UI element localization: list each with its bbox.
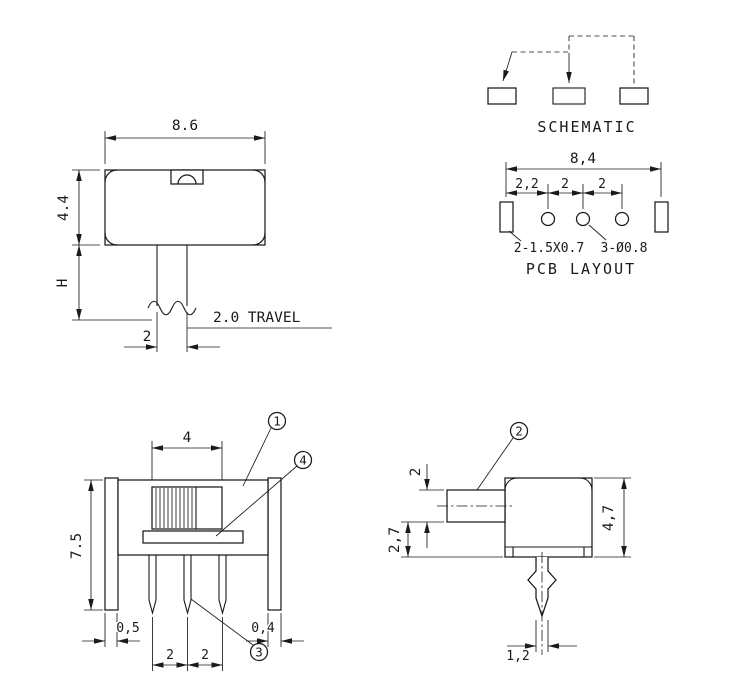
top-view-dim-width-label: 8.6	[172, 118, 198, 134]
corner-fillet	[504, 477, 518, 491]
front-dim-pitch2-label: 2	[201, 648, 209, 663]
pcb-dim-pitch2-label: 2	[598, 177, 606, 192]
pcb-hole-3	[614, 211, 630, 227]
schematic-terminal-common	[552, 87, 586, 105]
top-view: 8.6 4.4 H 2 2.0 TRAVEL	[54, 117, 332, 352]
top-view-body	[104, 169, 266, 246]
side-dim-lever-offset	[401, 521, 503, 558]
front-dim-window-label: 4	[183, 430, 192, 446]
schematic: SCHEMATIC	[487, 35, 649, 138]
front-knob-window	[151, 486, 223, 530]
top-view-dim-stem-height	[72, 245, 152, 321]
callout-3-circle	[249, 642, 269, 662]
break-line	[147, 300, 197, 316]
front-pin-2	[183, 555, 192, 616]
pcb-layout: 8,4 2,2 2 2 2-1.5X0.7 3-Ø0.8 PCB LAYOUT	[499, 150, 669, 280]
top-view-dim-stem-width	[124, 312, 220, 352]
pcb-hole-leader	[588, 224, 607, 241]
schematic-dashed-links	[512, 35, 635, 86]
top-view-dim-height-label: 4.4	[56, 195, 72, 221]
top-view-stem	[147, 245, 197, 316]
callout-1-number: 1	[273, 414, 281, 429]
pcb-dim-total-label: 8,4	[570, 151, 596, 167]
callout-1-circle	[267, 411, 287, 431]
pcb-title: PCB LAYOUT	[526, 260, 636, 278]
pcb-slot-label: 2-1.5X0.7	[514, 241, 584, 256]
corner-fillet	[252, 169, 266, 183]
front-bracket-right	[267, 477, 282, 611]
pcb-dim-pad-pitch-label: 2,2	[515, 177, 538, 192]
corner-fillet	[579, 477, 593, 491]
front-dim-height	[84, 479, 103, 611]
front-dim-pitch1-label: 2	[166, 648, 174, 663]
front-pin-3	[218, 555, 227, 616]
side-dim-lever-offset-label: 2,7	[387, 527, 403, 553]
side-view: 4,7 2 2,7 1,2 2	[386, 421, 631, 666]
callout-4-number: 4	[299, 453, 307, 468]
callout-3-leader	[190, 598, 254, 646]
corner-fillet	[104, 232, 118, 246]
pcb-slot-left	[499, 201, 514, 233]
front-dim-right-bracket	[246, 613, 304, 647]
pcb-hole-2	[575, 211, 591, 227]
side-dim-height	[594, 477, 631, 558]
pcb-slot-leader	[508, 230, 522, 242]
callout-3-number: 3	[255, 645, 263, 660]
front-slider-base	[142, 530, 244, 544]
side-dim-lever-label: 2	[408, 468, 424, 477]
callout-1-leader	[242, 427, 272, 487]
corner-fillet	[252, 232, 266, 246]
front-dim-window	[151, 441, 223, 482]
schematic-title: SCHEMATIC	[537, 118, 636, 136]
top-view-detent-dome	[177, 174, 197, 185]
schematic-terminal-right	[619, 87, 649, 105]
front-dim-left-bracket	[82, 613, 140, 647]
side-dim-pin	[507, 620, 577, 652]
top-view-dim-h-label: H	[55, 279, 71, 288]
callout-2-leader	[476, 437, 514, 491]
front-view: 4 7.5 0,5 0,4 2 2	[68, 411, 313, 671]
pcb-dim-pitches	[506, 184, 623, 209]
pcb-dim-pitch1-label: 2	[561, 177, 569, 192]
top-view-dim-width	[104, 131, 266, 164]
top-view-dim-stem-width-label: 2	[143, 329, 152, 345]
schematic-terminal-left	[487, 87, 517, 105]
front-dim-left-bracket-label: 0,5	[116, 621, 139, 636]
schematic-arrow-left	[502, 51, 513, 82]
callout-2-circle	[509, 421, 529, 441]
pcb-hole-label: 3-Ø0.8	[601, 241, 648, 256]
pcb-hole-1	[540, 211, 556, 227]
front-pin-1	[148, 555, 157, 616]
front-dim-height-label: 7.5	[69, 533, 85, 559]
top-view-dim-height	[72, 169, 100, 246]
side-dim-lever	[419, 464, 444, 548]
top-view-detent	[170, 169, 204, 185]
callout-2-number: 2	[515, 424, 523, 439]
travel-label: 2.0 TRAVEL	[213, 310, 301, 326]
front-dim-pin-pitch	[152, 617, 223, 671]
front-dim-right-bracket-label: 0,4	[251, 621, 275, 636]
pcb-slot-right	[654, 201, 669, 233]
front-bracket-left	[104, 477, 119, 611]
side-dim-pin-label: 1,2	[506, 649, 529, 664]
callout-4-circle	[293, 450, 313, 470]
side-body	[504, 477, 593, 558]
corner-fillet	[104, 169, 118, 183]
side-dim-height-label: 4,7	[601, 505, 617, 531]
callout-4-leader	[215, 465, 298, 537]
front-knob-hatch	[155, 488, 193, 528]
